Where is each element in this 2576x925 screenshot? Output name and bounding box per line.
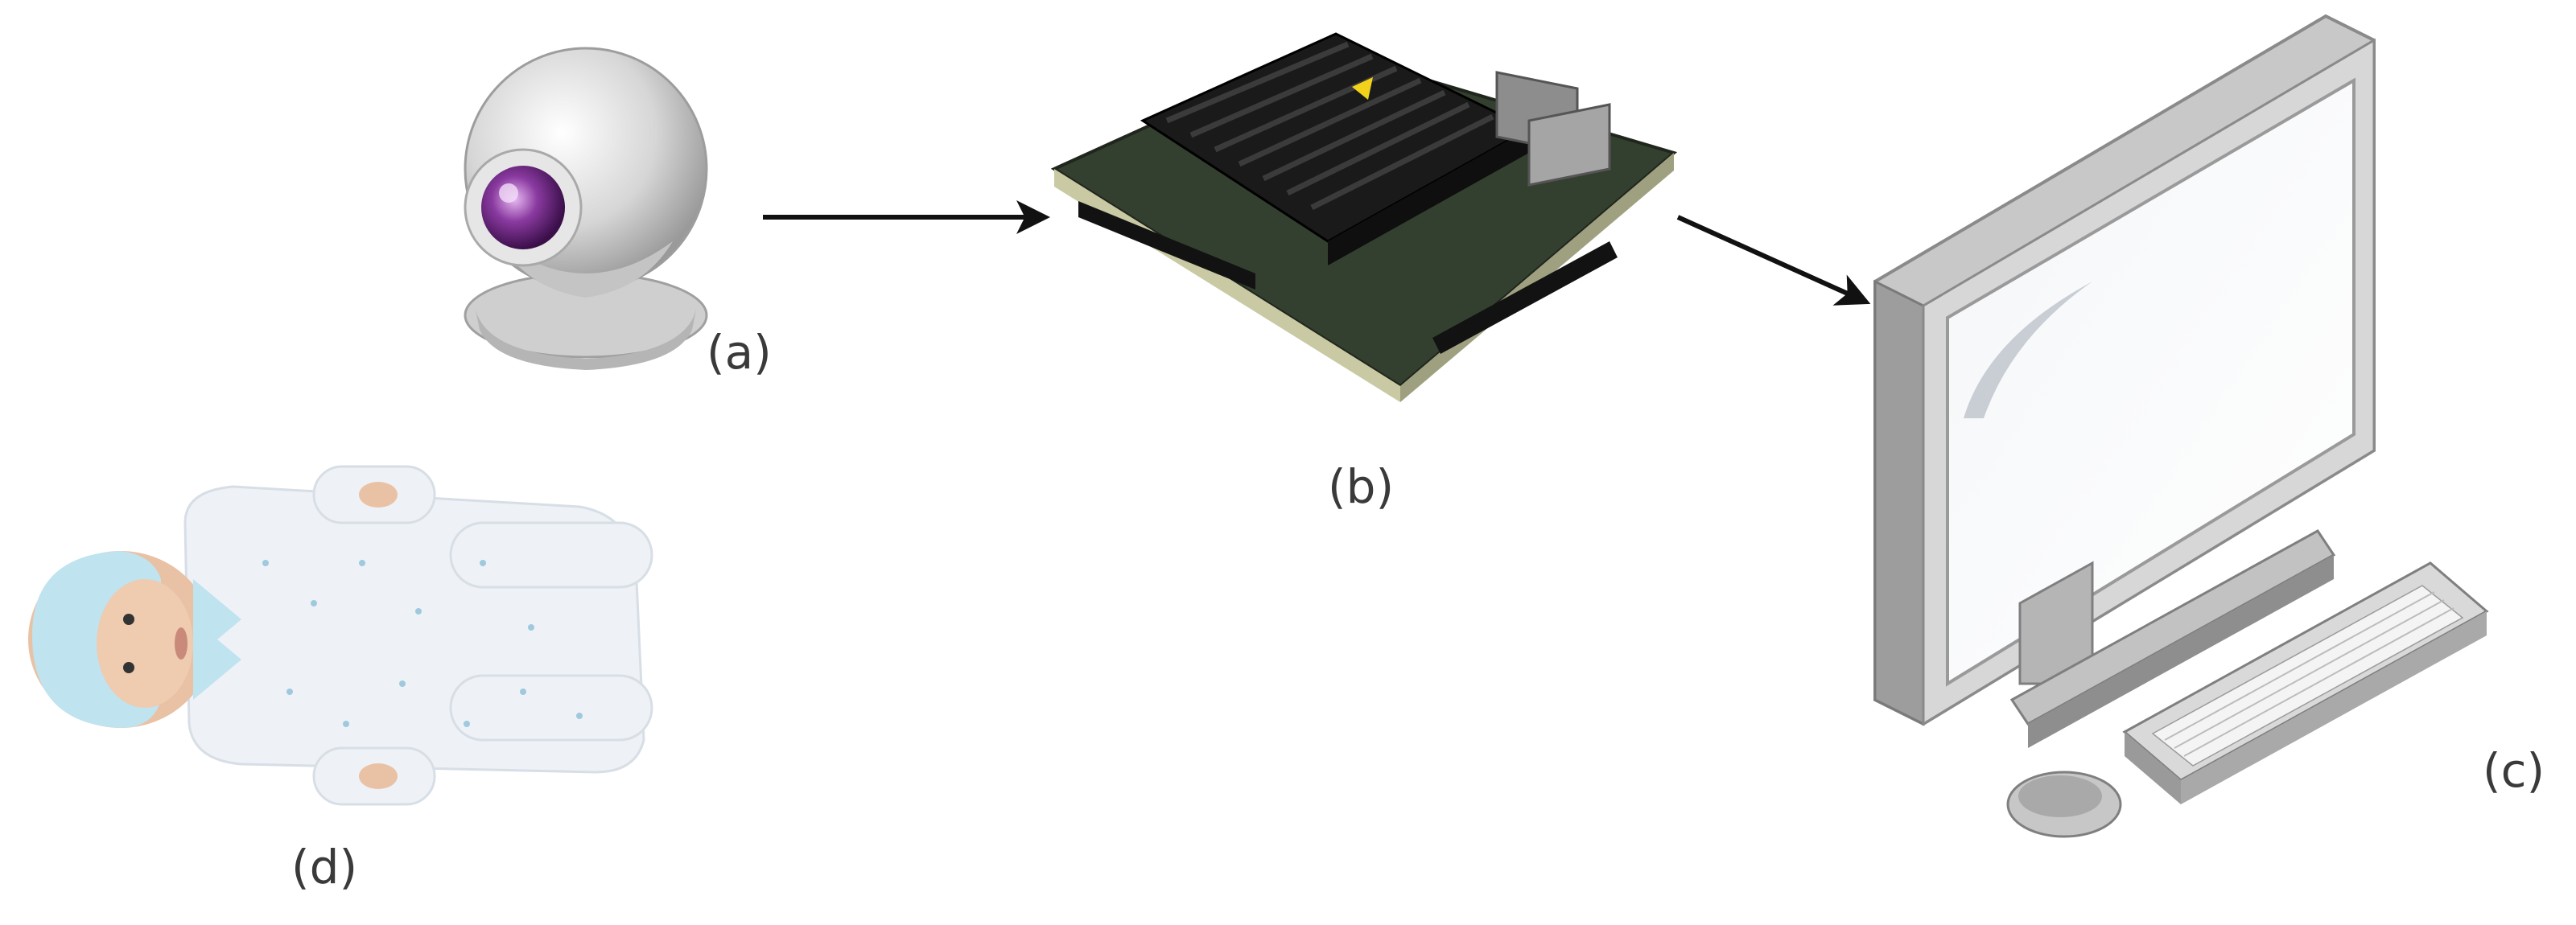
label-d: (d) (291, 840, 357, 894)
baby-icon (28, 465, 653, 806)
label-b: (b) (1328, 459, 1394, 514)
edge-board-to-computer (1676, 215, 1871, 306)
label-c: (c) (2483, 743, 2545, 798)
label-a: (a) (707, 325, 772, 380)
embedded-board-icon (1050, 32, 1678, 402)
desktop-computer-icon (1873, 14, 2489, 838)
webcam-icon (464, 47, 708, 370)
